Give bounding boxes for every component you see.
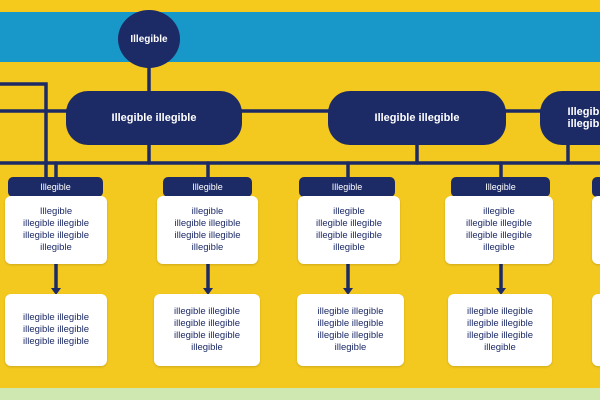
arrowhead-col-2 <box>203 288 213 295</box>
column-card-bottom-2[interactable]: illegible illegible illegible illegible … <box>154 294 260 366</box>
card-line: illegible <box>191 342 223 353</box>
column-card-top-1[interactable]: Illegible illegible illegible illegible … <box>5 196 107 264</box>
card-line: illegible illegible <box>173 318 240 329</box>
column-tag-5[interactable] <box>592 177 600 197</box>
connector-left-frame <box>0 82 48 182</box>
card-line: illegible <box>483 206 515 217</box>
card-line: illegible illegible <box>317 318 384 329</box>
column-tag-1[interactable]: Illegible <box>8 177 103 197</box>
column-card-bottom-3[interactable]: illegible illegible illegible illegible … <box>297 294 404 366</box>
arrowhead-col-1 <box>51 288 61 295</box>
card-line: illegible illegible <box>315 218 382 229</box>
card-line: illegible <box>40 242 72 253</box>
column-tag-2[interactable]: Illegible <box>163 177 252 197</box>
column-card-bottom-4[interactable]: illegible illegible illegible illegible … <box>448 294 552 366</box>
branch-node-1[interactable]: Illegible illegible <box>66 91 242 145</box>
column-card-bottom-5[interactable] <box>592 294 600 366</box>
card-line: illegible illegible <box>466 318 533 329</box>
column-card-top-4[interactable]: illegible illegible illegible illegible … <box>445 196 553 264</box>
card-line: illegible illegible <box>466 330 533 341</box>
card-line: illegible illegible <box>22 218 89 229</box>
root-node[interactable]: Illegible <box>118 10 180 68</box>
card-line: illegible illegible <box>174 218 241 229</box>
card-line: illegible illegible <box>315 230 382 241</box>
card-line: illegible illegible <box>317 330 384 341</box>
card-line: illegible <box>483 242 515 253</box>
card-line: illegible illegible <box>466 306 533 317</box>
card-line: illegible <box>191 242 224 253</box>
bottom-band <box>0 388 600 400</box>
card-line: illegible <box>333 242 365 253</box>
card-line: illegible illegible <box>22 336 89 347</box>
column-card-top-2[interactable]: illegible illegible illegible illegible … <box>157 196 258 264</box>
card-line: illegible illegible <box>22 324 89 335</box>
card-line: illegible <box>191 206 224 217</box>
top-band <box>0 0 600 12</box>
card-line: illegible <box>333 206 365 217</box>
card-line: illegible illegible <box>174 230 241 241</box>
header-band <box>0 12 600 62</box>
card-line: Illegible <box>39 206 73 217</box>
card-line: illegible illegible <box>173 330 240 341</box>
card-line: illegible <box>484 342 516 353</box>
column-tag-3[interactable]: Illegible <box>299 177 395 197</box>
arrowhead-col-3 <box>343 288 353 295</box>
branch-node-2[interactable]: Illegible illegible <box>328 91 506 145</box>
card-line: illegible illegible <box>22 230 89 241</box>
column-tag-4[interactable]: Illegible <box>451 177 550 197</box>
card-line: illegible <box>334 342 367 353</box>
card-line: illegible illegible <box>173 306 240 317</box>
column-card-top-3[interactable]: illegible illegible illegible illegible … <box>298 196 400 264</box>
card-line: illegible illegible <box>465 230 532 241</box>
column-card-top-5[interactable] <box>592 196 600 264</box>
arrowhead-col-4 <box>496 288 506 295</box>
card-line: illegible illegible <box>317 306 384 317</box>
column-card-bottom-1[interactable]: illegible illegible illegible illegible … <box>5 294 107 366</box>
card-line: illegible illegible <box>22 312 89 323</box>
branch-node-3[interactable]: Illegible illegible <box>540 91 600 145</box>
card-line: illegible illegible <box>465 218 532 229</box>
